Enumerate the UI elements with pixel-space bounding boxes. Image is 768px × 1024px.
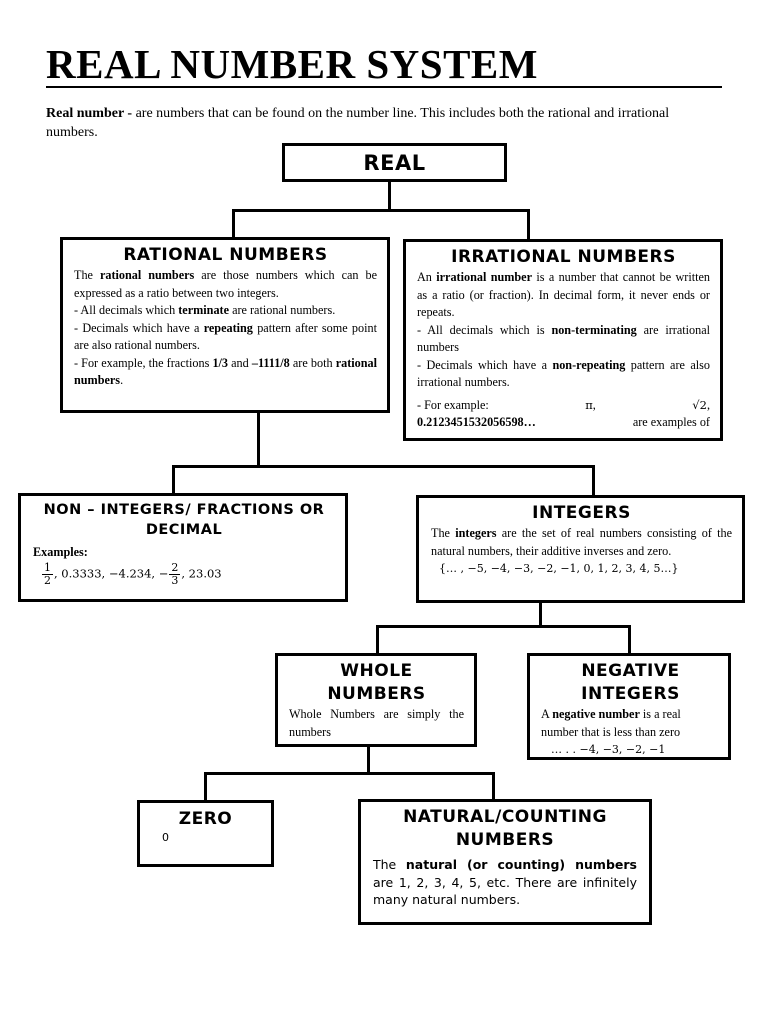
rational-line-3: - Decimals which have a repeating patter… <box>74 320 377 353</box>
connector-to-rational <box>232 209 235 239</box>
intro-text: are numbers that can be found on the num… <box>46 106 670 140</box>
integers-heading: INTEGERS <box>532 503 631 523</box>
negative-line-1: A negative number is a real number that … <box>541 707 681 739</box>
examples-label: Examples: <box>33 545 88 559</box>
connector-integers-down <box>539 601 542 627</box>
whole-box: WHOLE NUMBERS Whole Numbers are simply t… <box>275 653 477 747</box>
title-underline <box>46 86 722 88</box>
connector-whole-horizontal <box>204 772 495 775</box>
rational-line-1: The rational numbers are those numbers w… <box>74 268 377 300</box>
negative-description: A negative number is a real number that … <box>541 706 720 759</box>
natural-description: The natural (or counting) numbers are 1,… <box>373 857 637 907</box>
rational-description: The rational numbers are those numbers w… <box>74 267 377 390</box>
irrational-line-3: - Decimals which have a non-repeating pa… <box>417 357 710 390</box>
connector-rational-horizontal <box>172 465 595 468</box>
integers-line-1: The integers are the set of real numbers… <box>431 526 732 558</box>
rational-box: RATIONAL NUMBERS The rational numbers ar… <box>60 237 390 413</box>
zero-heading: ZERO <box>178 809 233 829</box>
zero-value: 0 <box>162 831 169 844</box>
real-heading: REAL <box>363 151 426 175</box>
noninteger-box: NON – INTEGERS/ FRACTIONS OR DECIMAL Exa… <box>18 493 348 602</box>
page-title: REAL NUMBER SYSTEM <box>46 41 538 87</box>
irrational-line-5: 0.2123451532056598… are examples of <box>417 415 710 429</box>
whole-description: Whole Numbers are simply the numbers <box>289 707 464 739</box>
pi-symbol: π <box>585 397 593 412</box>
natural-box: NATURAL/COUNTING NUMBERS The natural (or… <box>358 799 652 925</box>
sqrt2-symbol: √2 <box>692 397 707 412</box>
integers-description: The integers are the set of real numbers… <box>431 525 732 578</box>
connector-real-down <box>388 180 391 210</box>
connector-to-zero <box>204 772 207 802</box>
intro-term: Real number - <box>46 106 133 121</box>
negative-heading: NEGATIVE INTEGERS <box>581 661 680 704</box>
rational-line-2: - All decimals which terminate are ratio… <box>74 303 336 317</box>
connector-to-whole <box>376 625 379 655</box>
intro-definition: Real number - are numbers that can be fo… <box>46 104 686 142</box>
noninteger-heading: NON – INTEGERS/ FRACTIONS OR DECIMAL <box>43 502 325 538</box>
irrational-box: IRRATIONAL NUMBERS An irrational number … <box>403 239 723 441</box>
irrational-line-2: - All decimals which is non-terminating … <box>417 322 710 355</box>
rational-heading: RATIONAL NUMBERS <box>123 245 328 265</box>
irrational-line-1: An irrational number is a number that ca… <box>417 270 710 319</box>
connector-real-horizontal <box>232 209 530 212</box>
integers-set: {… , −5, −4, −3, −2, −1, 0, 1, 2, 3, 4, … <box>439 562 679 575</box>
connector-rational-down <box>257 411 260 466</box>
negative-sequence: … . . −4, −3, −2, −1 <box>551 743 666 756</box>
connector-integers-horizontal <box>376 625 631 628</box>
irrational-description: An irrational number is a number that ca… <box>417 269 710 432</box>
whole-heading: WHOLE NUMBERS <box>327 661 426 704</box>
connector-to-natural <box>492 772 495 802</box>
irrational-heading: IRRATIONAL NUMBERS <box>451 247 676 267</box>
irrational-line-4: - For example: π, √2, <box>417 397 710 412</box>
zero-box: ZERO 0 <box>137 800 274 867</box>
negative-box: NEGATIVE INTEGERS A negative number is a… <box>527 653 731 760</box>
connector-to-noninteger <box>172 465 175 495</box>
rational-line-4: - For example, the fractions 1/3 and –11… <box>74 355 377 388</box>
integers-box: INTEGERS The integers are the set of rea… <box>416 495 745 603</box>
real-box: REAL <box>282 143 507 182</box>
connector-to-negative <box>628 625 631 655</box>
connector-to-integers <box>592 465 595 497</box>
natural-heading: NATURAL/COUNTING NUMBERS <box>403 807 607 850</box>
connector-to-irrational <box>527 209 530 241</box>
connector-whole-down <box>367 745 370 774</box>
